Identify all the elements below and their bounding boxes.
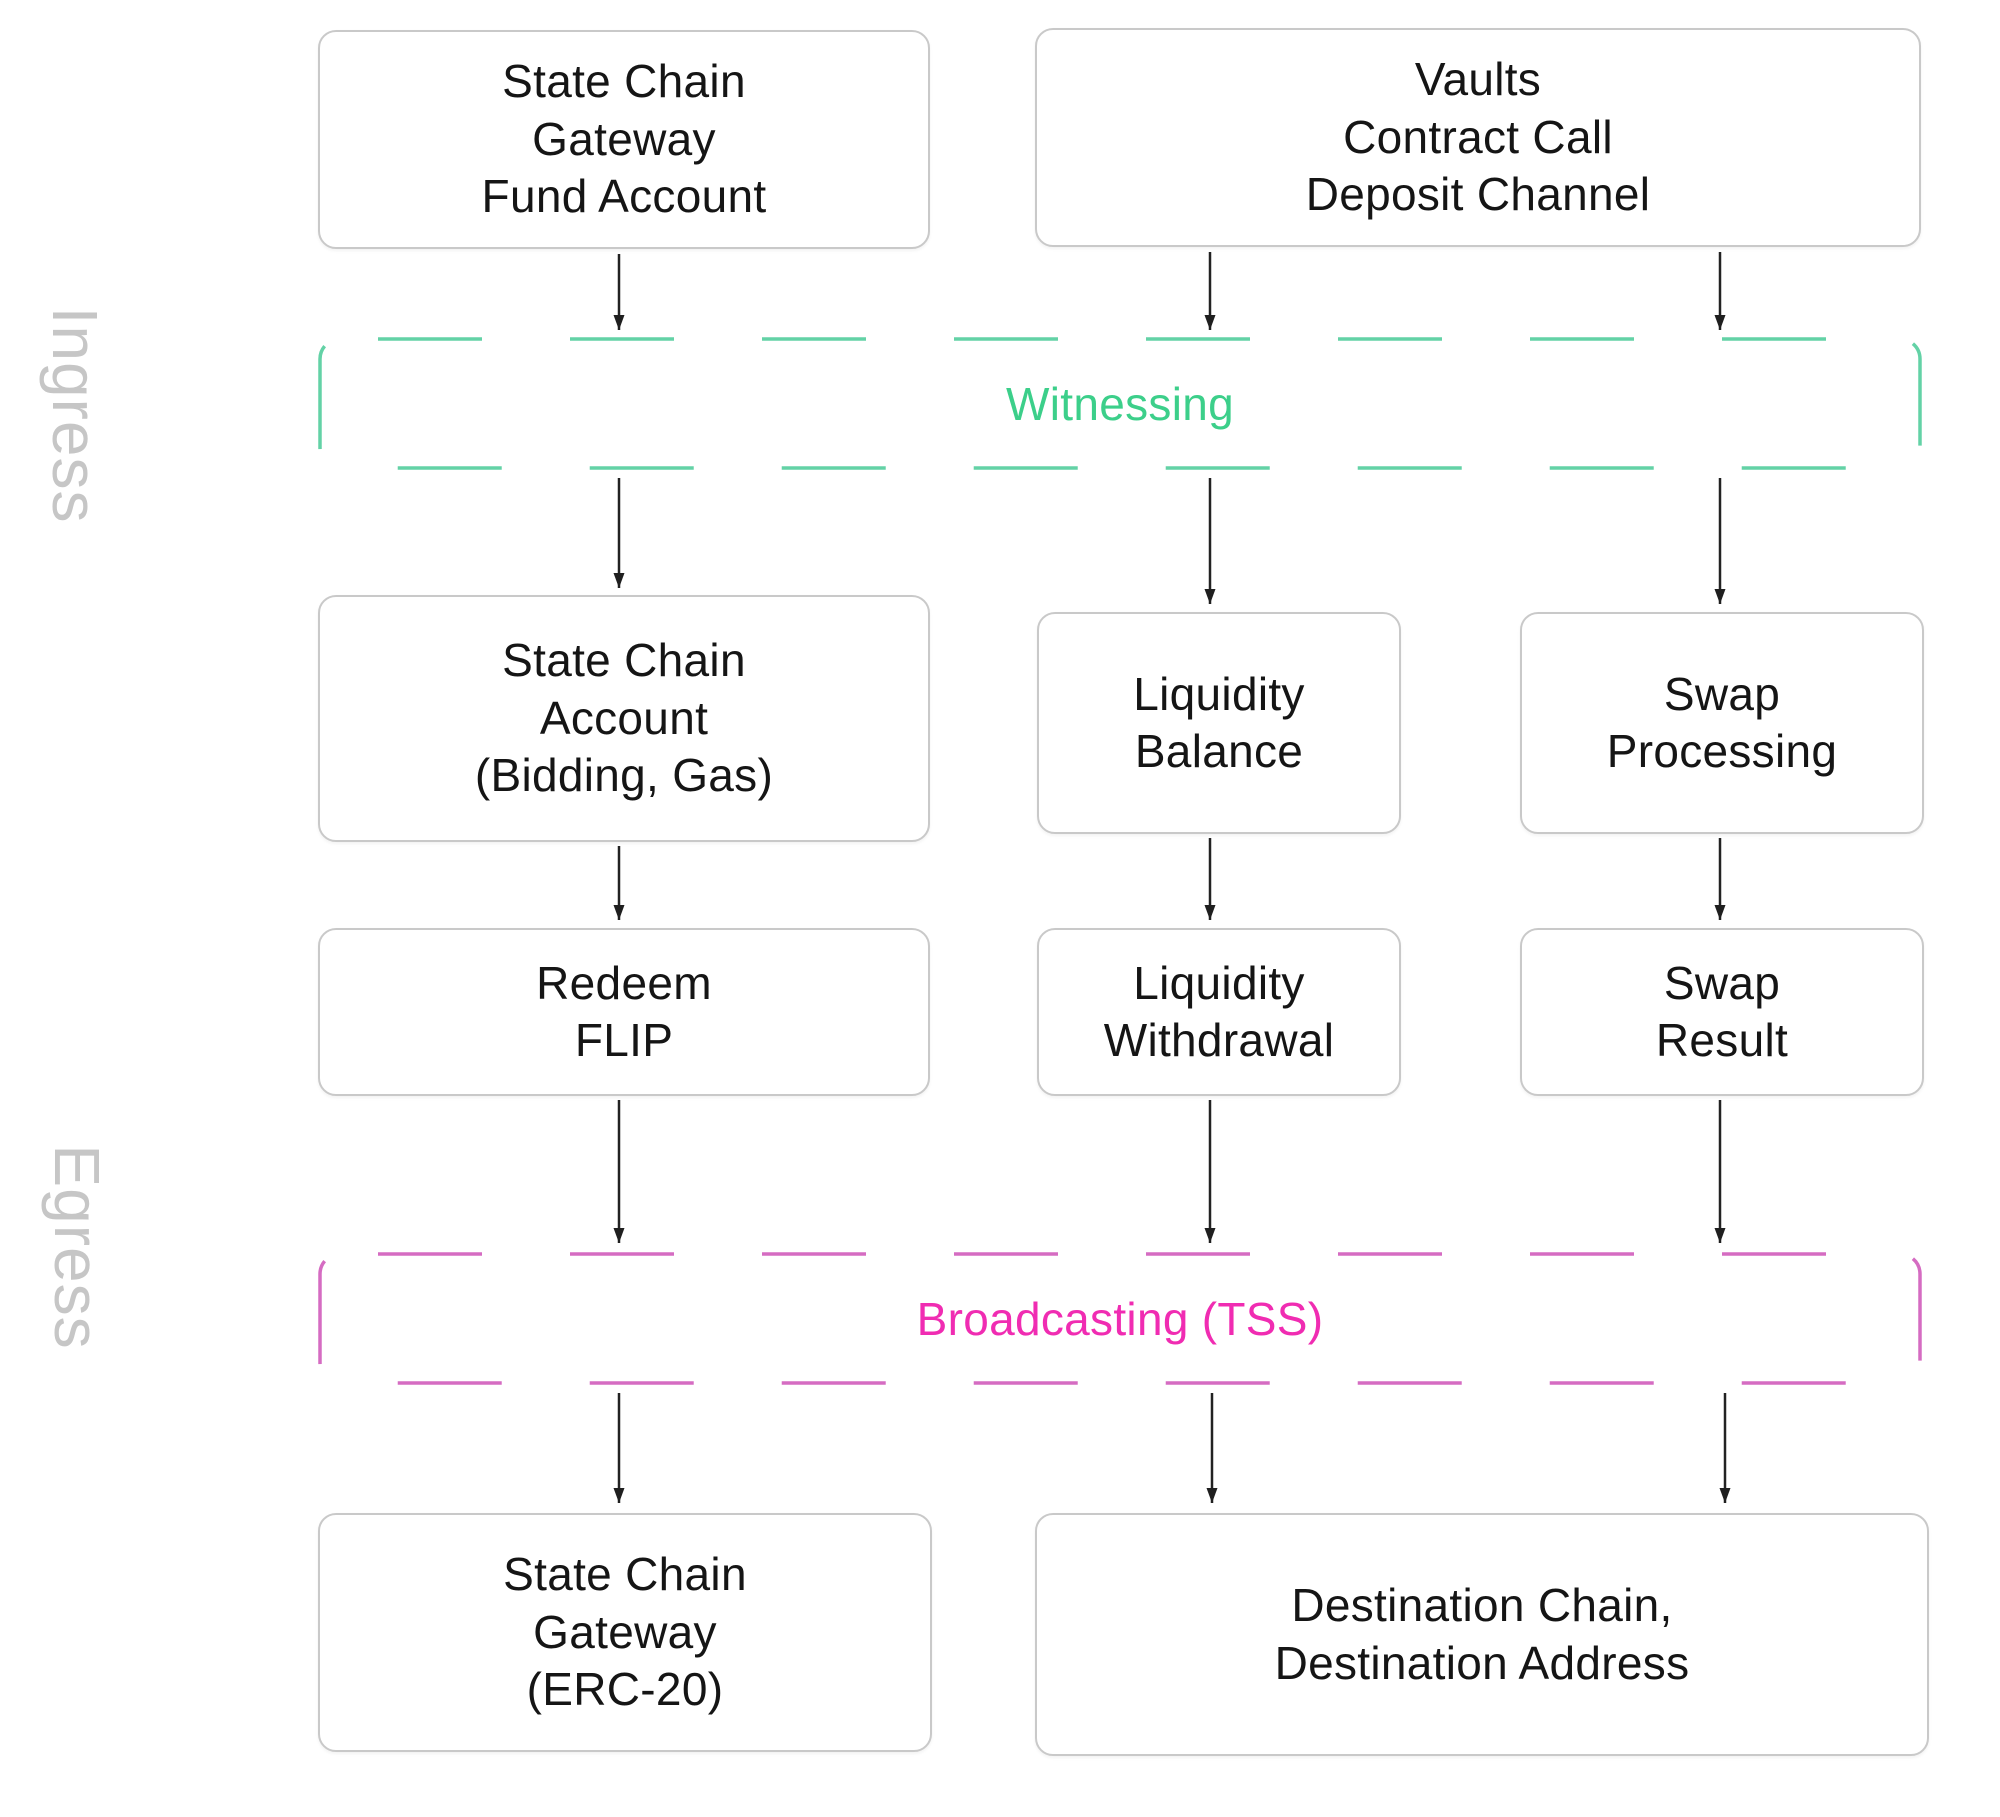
node-vaults-contract-call-deposit-channel: Vaults Contract Call Deposit Channel [1035, 28, 1921, 247]
egress-label: Egress [37, 1097, 117, 1397]
node-text-line: Deposit Channel [1305, 168, 1651, 221]
node-text-line: (Bidding, Gas) [474, 749, 774, 802]
witnessing-label: Witnessing [1006, 377, 1234, 430]
broadcasting-label: Broadcasting (TSS) [916, 1292, 1324, 1345]
node-text-line: State Chain [502, 634, 746, 687]
node-text-line: Account [539, 691, 709, 744]
node-text-line: Processing [1606, 725, 1838, 777]
node-text-line: Destination Address [1274, 1636, 1690, 1689]
ingress-label-text: Ingress [39, 306, 111, 524]
node-liquidity-balance: Liquidity Balance [1037, 612, 1401, 834]
node-text-line: Withdrawal [1103, 1014, 1335, 1066]
node-text-line: Gateway [533, 1605, 717, 1658]
node-text-line: FLIP [574, 1014, 674, 1066]
node-swap-result: Swap Result [1520, 928, 1924, 1096]
node-swap-processing: Swap Processing [1520, 612, 1924, 834]
broadcasting-band-border [318, 1252, 1922, 1385]
broadcasting-band: Broadcasting (TSS) [318, 1252, 1922, 1385]
node-state-chain-gateway-fund-account: State Chain Gateway Fund Account [318, 30, 930, 249]
node-redeem-flip: Redeem FLIP [318, 928, 930, 1096]
witnessing-band-border [318, 337, 1922, 470]
node-state-chain-account-bidding-gas: State Chain Account (Bidding, Gas) [318, 595, 930, 842]
node-text-line: Gateway [532, 112, 716, 165]
node-text-line: Liquidity [1133, 956, 1305, 1009]
node-text-line: Swap [1663, 667, 1781, 720]
witnessing-band: Witnessing [318, 337, 1922, 470]
node-text-line: Redeem [536, 956, 712, 1009]
node-text-line: (ERC-20) [526, 1663, 724, 1716]
node-text-line: Result [1655, 1014, 1789, 1066]
node-text-line: State Chain [502, 55, 746, 108]
node-text-line: Balance [1134, 725, 1304, 777]
node-liquidity-withdrawal: Liquidity Withdrawal [1037, 928, 1401, 1096]
node-text-line: Contract Call [1343, 110, 1613, 163]
node-text-line: Liquidity [1133, 667, 1305, 720]
node-state-chain-gateway-erc20: State Chain Gateway (ERC-20) [318, 1513, 932, 1752]
node-text-line: State Chain [503, 1548, 747, 1601]
node-text-line: Swap [1663, 956, 1781, 1009]
node-text-line: Fund Account [481, 170, 767, 223]
ingress-label: Ingress [35, 265, 115, 565]
node-destination-chain-address: Destination Chain, Destination Address [1035, 1513, 1929, 1756]
node-text-line: Vaults [1414, 53, 1542, 106]
egress-label-text: Egress [41, 1144, 113, 1350]
node-text-line: Destination Chain, [1291, 1579, 1673, 1631]
